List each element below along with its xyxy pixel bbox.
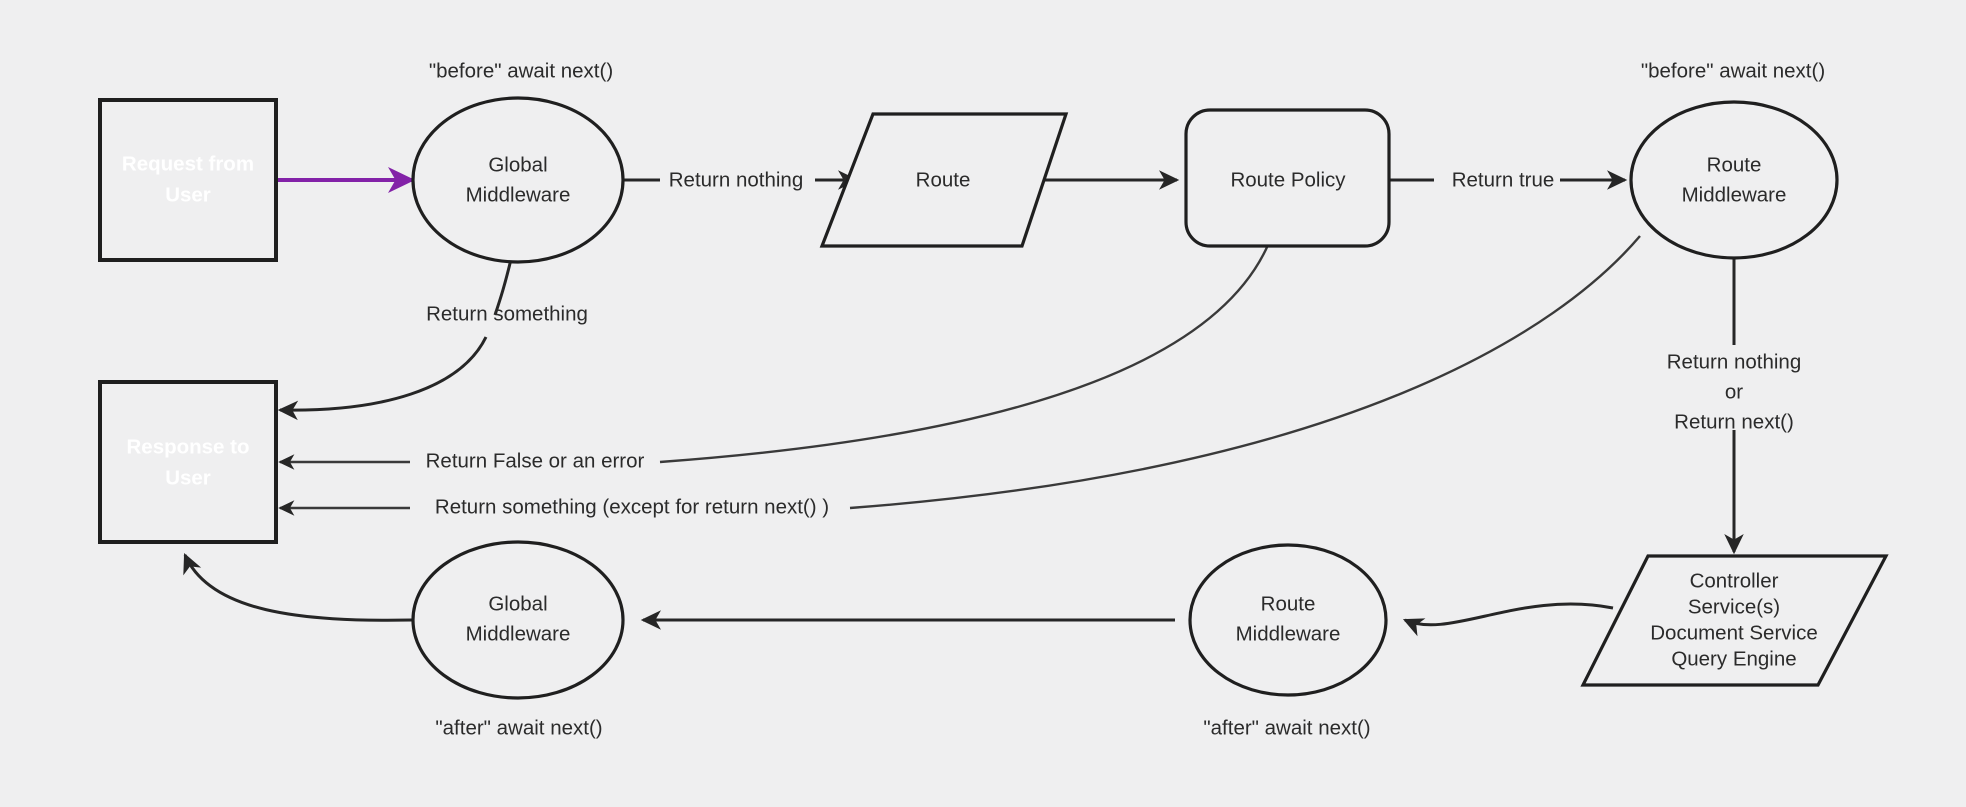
annotation-after-await-next-left: "after" await next() [435,716,602,739]
request-box-shape [98,98,278,262]
response-box-shape [98,380,278,544]
edge-label-return-false-or-error: Return False or an error [426,449,645,472]
route-middleware-top-shape [1629,100,1839,260]
edge-global-middleware-return-something-tail [277,336,488,421]
global-middleware-bottom-label-line2: Middleware [466,622,571,645]
global-middleware-top-label-line2: Middleware [466,183,571,206]
annotation-after-await-next-right: "after" await next() [1203,716,1370,739]
global-middleware-bottom-shape [411,540,625,700]
route-policy-label: Route Policy [1230,168,1346,191]
route-label: Route [916,168,971,191]
edge-label-return-something-except: Return something (except for return next… [435,495,829,518]
request-label-line2: User [165,183,211,206]
annotation-before-await-next-right: "before" await next() [1641,59,1825,82]
node-global-middleware-top[interactable]: Global Middleware [411,96,625,264]
global-middleware-top-label-line1: Global [488,153,547,176]
controller-label-line4: Query Engine [1671,647,1796,670]
edge-route-policy-return-false [659,244,1270,464]
edge-label-return-nothing-or-1: Return nothing [1667,350,1801,373]
edge-global-middleware-bottom-to-response [183,552,413,622]
node-response-to-user[interactable]: Response to User [98,380,278,544]
node-controller-services[interactable]: Controller Service(s) Document Service Q… [1580,554,1889,687]
route-middleware-top-label-line1: Route [1707,153,1762,176]
node-route[interactable]: Route [819,112,1069,248]
edge-label-return-nothing-or-3: Return next() [1674,410,1794,433]
controller-label-line1: Controller [1690,569,1779,592]
edge-label-return-true: Return true [1452,168,1555,191]
controller-shape [1580,554,1889,687]
route-policy-shape [1184,108,1391,248]
controller-label-line2: Service(s) [1688,595,1780,618]
node-request-from-user[interactable]: Request from User [98,98,278,262]
route-middleware-bottom-label-line2: Middleware [1236,622,1341,645]
node-route-middleware-bottom[interactable]: Route Middleware [1188,543,1388,697]
edge-route-middleware-return-something-except [849,235,1641,510]
node-global-middleware-bottom[interactable]: Global Middleware [411,540,625,700]
edge-label-return-nothing-or-2: or [1725,380,1743,403]
response-label-line2: User [165,466,211,489]
route-middleware-bottom-shape [1188,543,1388,697]
annotation-before-await-next-left: "before" await next() [429,59,613,82]
route-middleware-top-label-line2: Middleware [1682,183,1787,206]
global-middleware-bottom-label-line1: Global [488,592,547,615]
edge-controller-to-route-middleware-bottom [1402,602,1614,637]
controller-label-line3: Document Service [1650,621,1817,644]
edge-label-return-nothing: Return nothing [669,168,803,191]
route-middleware-bottom-label-line1: Route [1261,592,1316,615]
edge-label-return-something-top: Return something [426,302,588,325]
node-route-policy[interactable]: Route Policy [1184,108,1391,248]
route-shape [819,112,1069,248]
global-middleware-top-shape [411,96,625,264]
node-route-middleware-top[interactable]: Route Middleware [1629,100,1839,260]
request-label-line1: Request from [122,152,254,175]
response-label-line1: Response to [126,435,249,458]
